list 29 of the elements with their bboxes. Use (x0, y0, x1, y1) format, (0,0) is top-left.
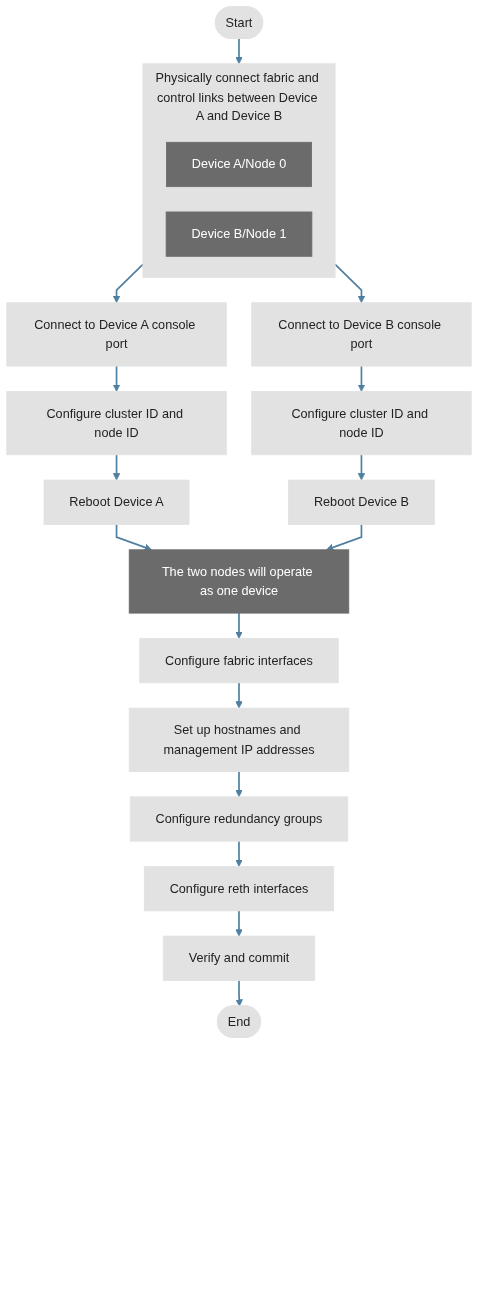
arrow (235, 909, 243, 937)
arrow (235, 681, 243, 709)
arrow (112, 365, 121, 392)
node-box: Configure redundancy groups (129, 796, 349, 842)
node-box: Configure fabric interfaces (139, 638, 339, 684)
node-box: Reboot Device B (288, 479, 435, 525)
arrow (112, 453, 121, 481)
arrow (112, 263, 144, 304)
node-box: Verify and commit (162, 935, 316, 981)
node-box: Configure cluster ID and node ID (251, 391, 472, 456)
node-box: The two nodes will operate as one device (128, 549, 350, 614)
arrow (357, 365, 366, 392)
node-box: Connect to Device B console port (251, 302, 472, 367)
node-box: Configure cluster ID and node ID (6, 391, 227, 456)
node-box: Device B/Node 1 (165, 211, 313, 257)
arrow (235, 612, 243, 639)
node-box: Set up hostnames and management IP addresses (128, 707, 350, 772)
arrow (235, 840, 243, 867)
arrow (115, 523, 152, 551)
arrow (334, 263, 366, 304)
arrow (235, 979, 243, 1007)
node-box: Configure reth interfaces (143, 866, 335, 912)
arrow (235, 770, 243, 798)
node-box: Device A/Node 0 (166, 141, 312, 188)
arrow (235, 37, 243, 65)
node-box: Connect to Device A console port (6, 302, 227, 367)
arrow (326, 523, 363, 551)
arrow (357, 453, 366, 481)
node-box: Reboot Device A (43, 479, 190, 525)
